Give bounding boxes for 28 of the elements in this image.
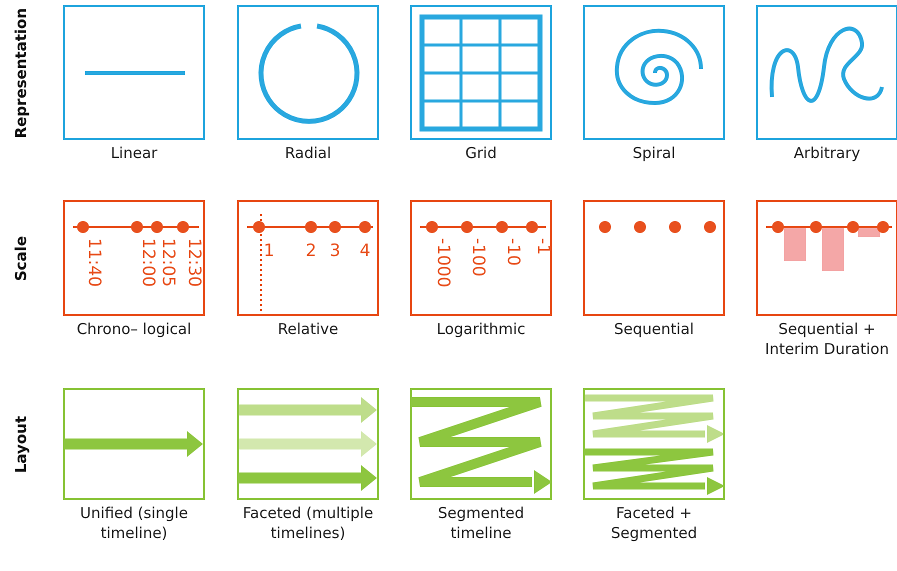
node-label: Unified (single timeline) bbox=[79, 503, 189, 543]
tick-label: 12:30 bbox=[184, 238, 203, 287]
tick-label: 4 bbox=[360, 241, 370, 261]
node-label: Logarithmic bbox=[436, 319, 526, 339]
row-heading: Scale bbox=[12, 236, 30, 281]
row-heading: Layout bbox=[12, 416, 30, 473]
node-label: Chrono– logical bbox=[76, 319, 192, 339]
node-label: Arbitrary bbox=[792, 143, 862, 163]
tick-label: 3 bbox=[330, 241, 340, 261]
node-label: Spiral bbox=[632, 143, 676, 163]
node-label: Radial bbox=[284, 143, 332, 163]
tick-label: 11:40 bbox=[84, 238, 104, 287]
tick-label: 12:05 bbox=[158, 238, 178, 287]
node-label: Grid bbox=[464, 143, 498, 163]
node-label: Faceted + Segmented bbox=[610, 503, 698, 543]
tick-label: -100 bbox=[468, 238, 488, 277]
row-heading: Representation bbox=[12, 8, 30, 138]
node-label: Segmented timeline bbox=[436, 503, 526, 543]
node-label: Sequential + Interim Duration bbox=[764, 319, 890, 359]
tick-label: 12:00 bbox=[138, 238, 158, 287]
tick-label: 2 bbox=[306, 241, 316, 261]
tick-label: -1000 bbox=[433, 238, 453, 288]
tick-label: 1 bbox=[264, 241, 274, 261]
node-label: Faceted (multiple timelines) bbox=[242, 503, 374, 543]
node-label: Linear bbox=[110, 143, 158, 163]
node-label: Relative bbox=[276, 319, 340, 339]
tick-label: -10 bbox=[503, 238, 523, 266]
node-label: Sequential bbox=[613, 319, 695, 339]
